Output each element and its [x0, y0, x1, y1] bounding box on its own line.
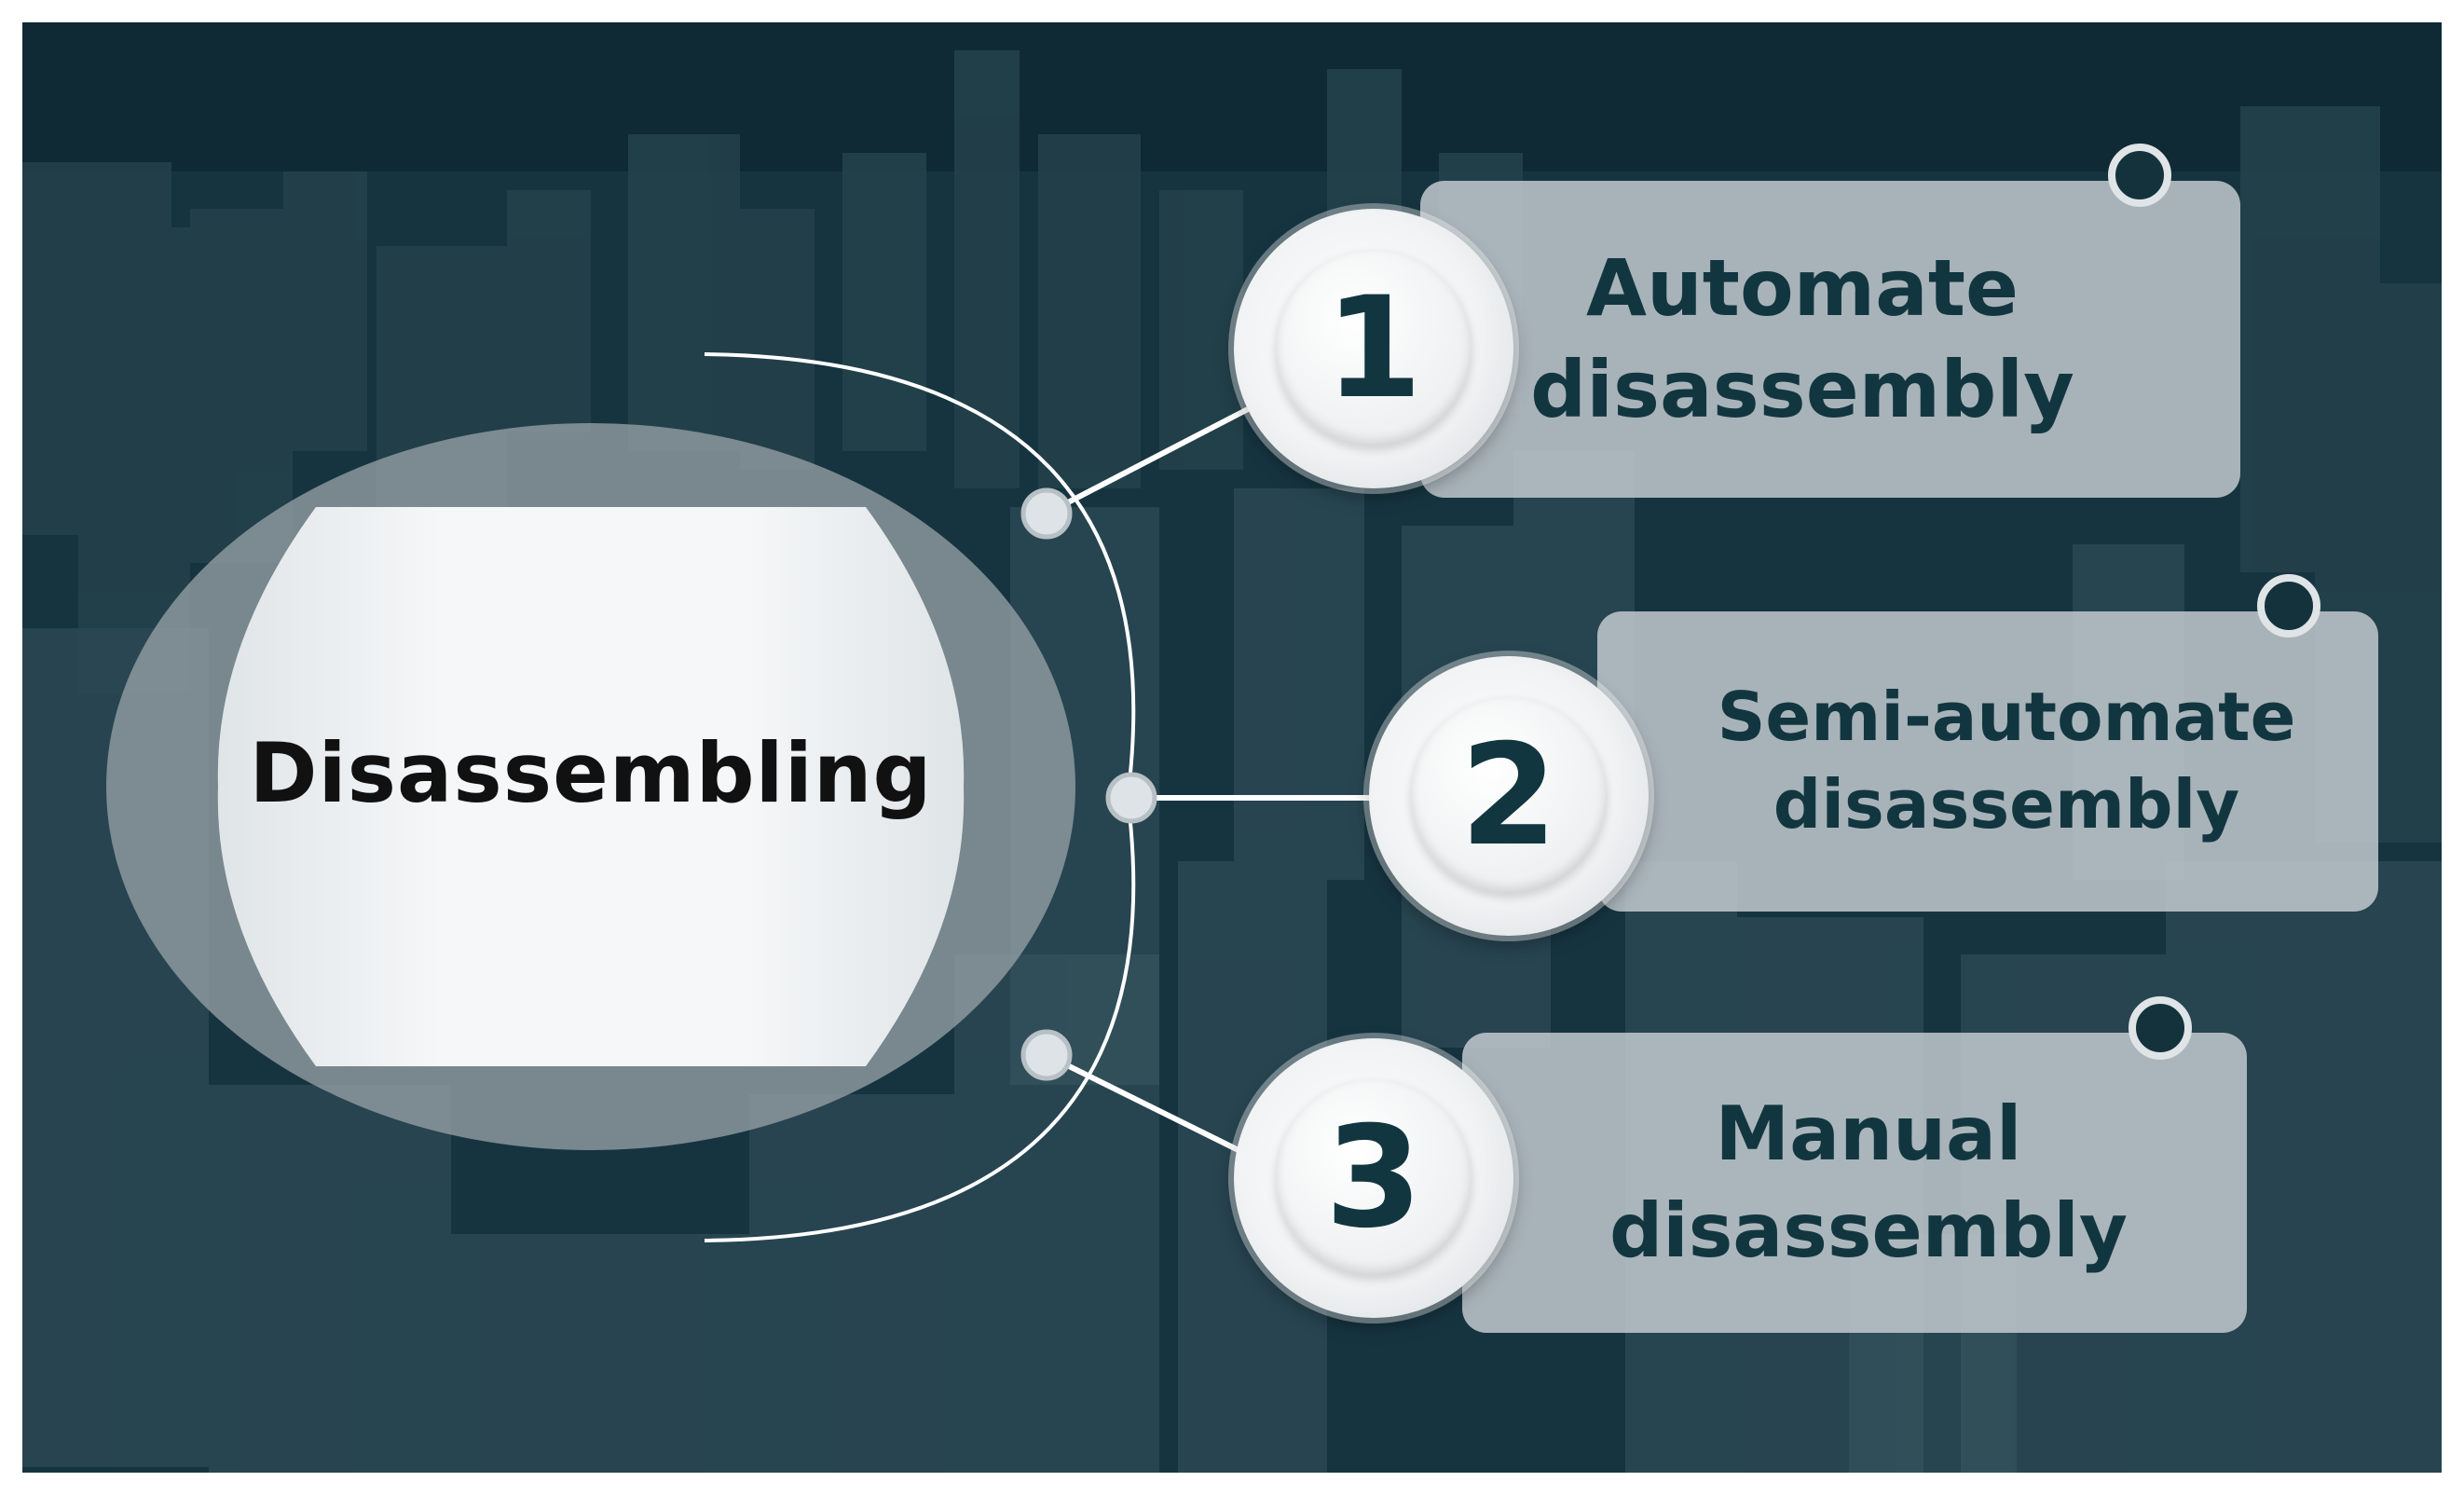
hub-inner-shape: Disassembling — [213, 507, 968, 1066]
step-number-1: 1 — [1324, 267, 1423, 430]
pin-icon — [2257, 574, 2320, 638]
step-number-badge-3: 3 — [1234, 1038, 1513, 1318]
step-3-title-line2: disassembly — [1609, 1187, 2128, 1274]
node-dot-1 — [1020, 487, 1073, 540]
step-card-3: Manual disassembly — [1462, 1033, 2247, 1333]
step-2-title-line2: disassembly — [1773, 765, 2240, 844]
connector-3 — [1045, 1052, 1250, 1158]
step-number-badge-2: 2 — [1369, 656, 1649, 936]
step-3-title-line1: Manual — [1715, 1090, 2022, 1177]
hub-label: Disassembling — [249, 724, 933, 821]
step-card-2: Semi-automate disassembly — [1597, 611, 2378, 912]
step-number-inner-2: 2 — [1411, 698, 1607, 894]
diagram-canvas: Disassembling Automate disassembly 1 Sem… — [22, 22, 2442, 1473]
connector-1 — [1045, 406, 1250, 516]
node-dot-2 — [1105, 772, 1157, 824]
step-1-title-line2: disassembly — [1530, 344, 2074, 435]
step-number-2: 2 — [1459, 715, 1558, 877]
node-dot-3 — [1020, 1029, 1073, 1081]
step-1-title-line1: Automate — [1585, 241, 2019, 334]
connector-lines — [704, 352, 1378, 1242]
pin-icon — [2129, 996, 2192, 1060]
step-number-inner-1: 1 — [1276, 251, 1472, 446]
pin-icon — [2108, 144, 2171, 207]
step-number-3: 3 — [1324, 1097, 1423, 1259]
step-number-badge-1: 1 — [1234, 209, 1513, 488]
step-number-inner-3: 3 — [1276, 1080, 1472, 1276]
step-2-title-line1: Semi-automate — [1717, 678, 2296, 757]
step-card-1: Automate disassembly — [1420, 181, 2240, 498]
